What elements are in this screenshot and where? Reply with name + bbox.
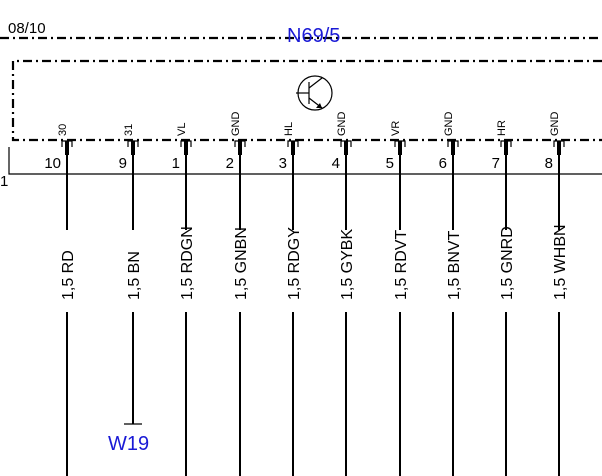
wire-label: 1,5 RDVT [393,230,410,300]
pin-function-label: GND [230,112,242,137]
pin-contact [398,141,402,155]
pin-function-label: GND [443,112,455,137]
pin-number: 9 [119,155,127,172]
date-code: 08/10 [8,20,46,37]
pin-function-label: HR [496,120,508,136]
wire-label: 1,5 RD [60,250,77,300]
pin-function-label: HL [283,122,295,136]
wire-label: 1,5 RDGY [286,227,303,300]
pin-number: 6 [439,155,447,172]
connector-frame [8,147,602,175]
pin-number: 7 [492,155,500,172]
pin-function-label: VL [176,123,188,136]
pin-contact [557,141,561,155]
pin-contact [238,141,242,155]
pin-contact [504,141,508,155]
pin-number: 3 [279,155,287,172]
wire-label: 1,5 RDGN [179,226,196,300]
transistor-icon [296,75,333,111]
pin-function-label: VR [390,121,402,136]
pin-function-label: GND [336,112,348,137]
pin-number: 8 [545,155,553,172]
wire-label: 1,5 BNVT [446,230,463,300]
pin-contact [131,141,135,155]
pin-contact [291,141,295,155]
pin-function-label: 30 [57,124,69,136]
wire-label: 1,5 GNBN [233,227,250,300]
edge-mark: 1 [0,173,8,190]
pin-contact [184,141,188,155]
wire-label: 1,5 GYBK [339,229,356,300]
pin-contact [65,141,69,155]
wire-label: 1,5 GNRD [499,226,516,300]
wire-label: 1,5 WHBN [552,224,569,300]
pin-contact [451,141,455,155]
pin-contact [344,141,348,155]
pin-function-label: 31 [123,124,135,136]
pin-number: 4 [332,155,340,172]
pin-function-label: GND [549,112,561,137]
pin-number: 1 [172,155,180,172]
pin-number: 5 [386,155,394,172]
pin-number: 2 [226,155,234,172]
component-outline [11,59,602,142]
wire-label: 1,5 BN [126,251,143,300]
pin-number: 10 [44,155,61,172]
ground-reference-label: W19 [108,433,149,455]
component-id: N69/5 [287,25,340,47]
